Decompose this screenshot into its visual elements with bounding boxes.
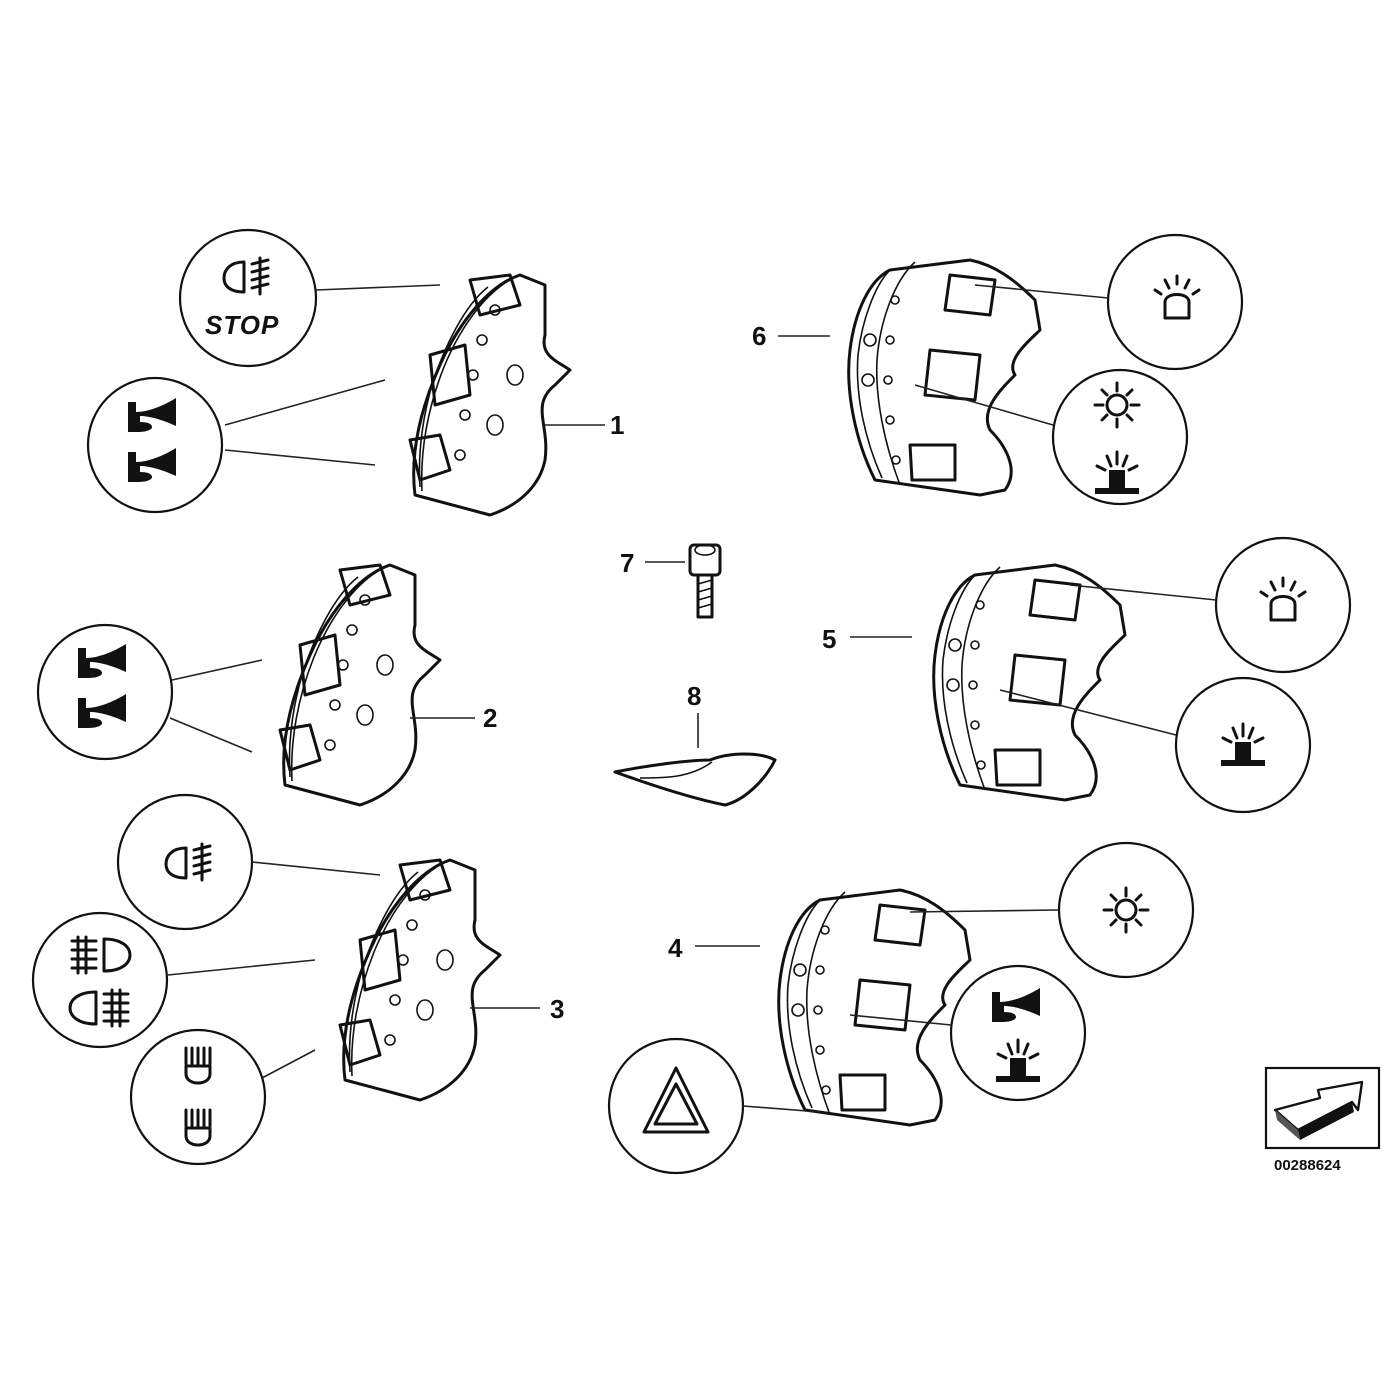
callout-4: 4	[668, 933, 683, 963]
bubble-fog-3	[116, 793, 254, 931]
bubble-work-beacon-6	[1051, 368, 1189, 506]
part-2-switch	[278, 563, 442, 807]
bolt-part	[688, 543, 722, 619]
part-5-switch	[932, 563, 1127, 802]
callout-6: 6	[752, 321, 766, 351]
cover-part	[613, 752, 777, 807]
part-3-switch	[338, 858, 502, 1102]
bubble-horns-1	[86, 376, 224, 514]
part-1-switch	[408, 273, 572, 517]
bubble-headlights	[129, 1028, 267, 1166]
callout-8: 8	[687, 681, 701, 711]
callout-2: 2	[483, 703, 497, 733]
fog-light-icon	[164, 842, 212, 882]
fog-light-icon	[222, 256, 270, 296]
bubble-work-4	[1057, 841, 1195, 979]
bubble-hazard	[607, 1037, 745, 1175]
low-beam-icon	[184, 1046, 212, 1085]
hazard-warning-icon	[642, 1066, 710, 1134]
part-6-switch	[847, 258, 1042, 497]
bubble-horns-2	[36, 623, 174, 761]
callout-5: 5	[822, 624, 836, 654]
part-4-switch	[777, 888, 972, 1127]
navigation-arrow-icon	[1264, 1066, 1381, 1150]
bubble-beams	[31, 911, 169, 1049]
callout-1: 1	[610, 410, 624, 440]
low-beam-icon	[184, 1108, 212, 1147]
bubble-beacon-6	[1106, 233, 1244, 371]
bubble-horn-beacon-4	[949, 964, 1087, 1102]
document-id: 00288624	[1274, 1157, 1341, 1174]
stop-label: STOP	[205, 310, 279, 340]
bubble-fog-stop: STOP	[178, 228, 318, 368]
low-beam-icon	[68, 988, 130, 1028]
bubble-work-5	[1174, 676, 1312, 814]
callout-7: 7	[620, 548, 634, 578]
bubble-beacon-5	[1214, 536, 1352, 674]
callout-3: 3	[550, 994, 564, 1024]
high-beam-icon	[70, 935, 132, 975]
